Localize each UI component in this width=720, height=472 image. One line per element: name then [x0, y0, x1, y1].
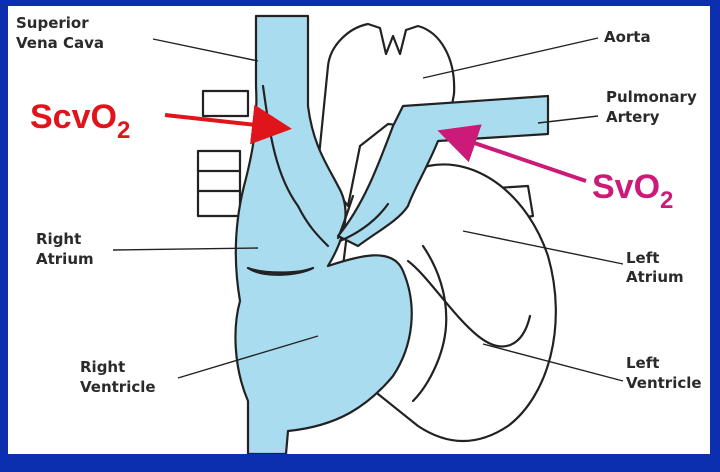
callout-scvo2-sub: 2	[117, 117, 130, 144]
callout-scvo2-main: ScvO	[30, 98, 117, 136]
label-right-atrium-1: Right	[36, 230, 81, 248]
callout-scvo2: ScvO2	[30, 98, 130, 144]
label-left-atrium-2: Atrium	[626, 268, 684, 286]
callout-svo2: SvO2	[592, 168, 673, 214]
label-superior-vena-cava-1: Superior	[16, 14, 89, 32]
diagram-frame: Superior Vena Cava Aorta Pulmonary Arter…	[8, 6, 710, 454]
label-aorta: Aorta	[604, 28, 651, 46]
label-right-ventricle-2: Ventricle	[80, 378, 156, 396]
label-pulmonary-artery-2: Artery	[606, 108, 660, 126]
label-left-atrium-1: Left	[626, 249, 659, 267]
callout-svo2-main: SvO	[592, 168, 660, 206]
label-right-ventricle-1: Right	[80, 358, 125, 376]
callout-svo2-sub: 2	[660, 187, 673, 214]
label-left-ventricle-2: Ventricle	[626, 374, 702, 392]
label-left-ventricle-1: Left	[626, 354, 659, 372]
label-pulmonary-artery-1: Pulmonary	[606, 88, 697, 106]
heart-diagram: Superior Vena Cava Aorta Pulmonary Arter…	[8, 6, 710, 454]
label-superior-vena-cava-2: Vena Cava	[16, 34, 104, 52]
label-right-atrium-2: Atrium	[36, 250, 94, 268]
